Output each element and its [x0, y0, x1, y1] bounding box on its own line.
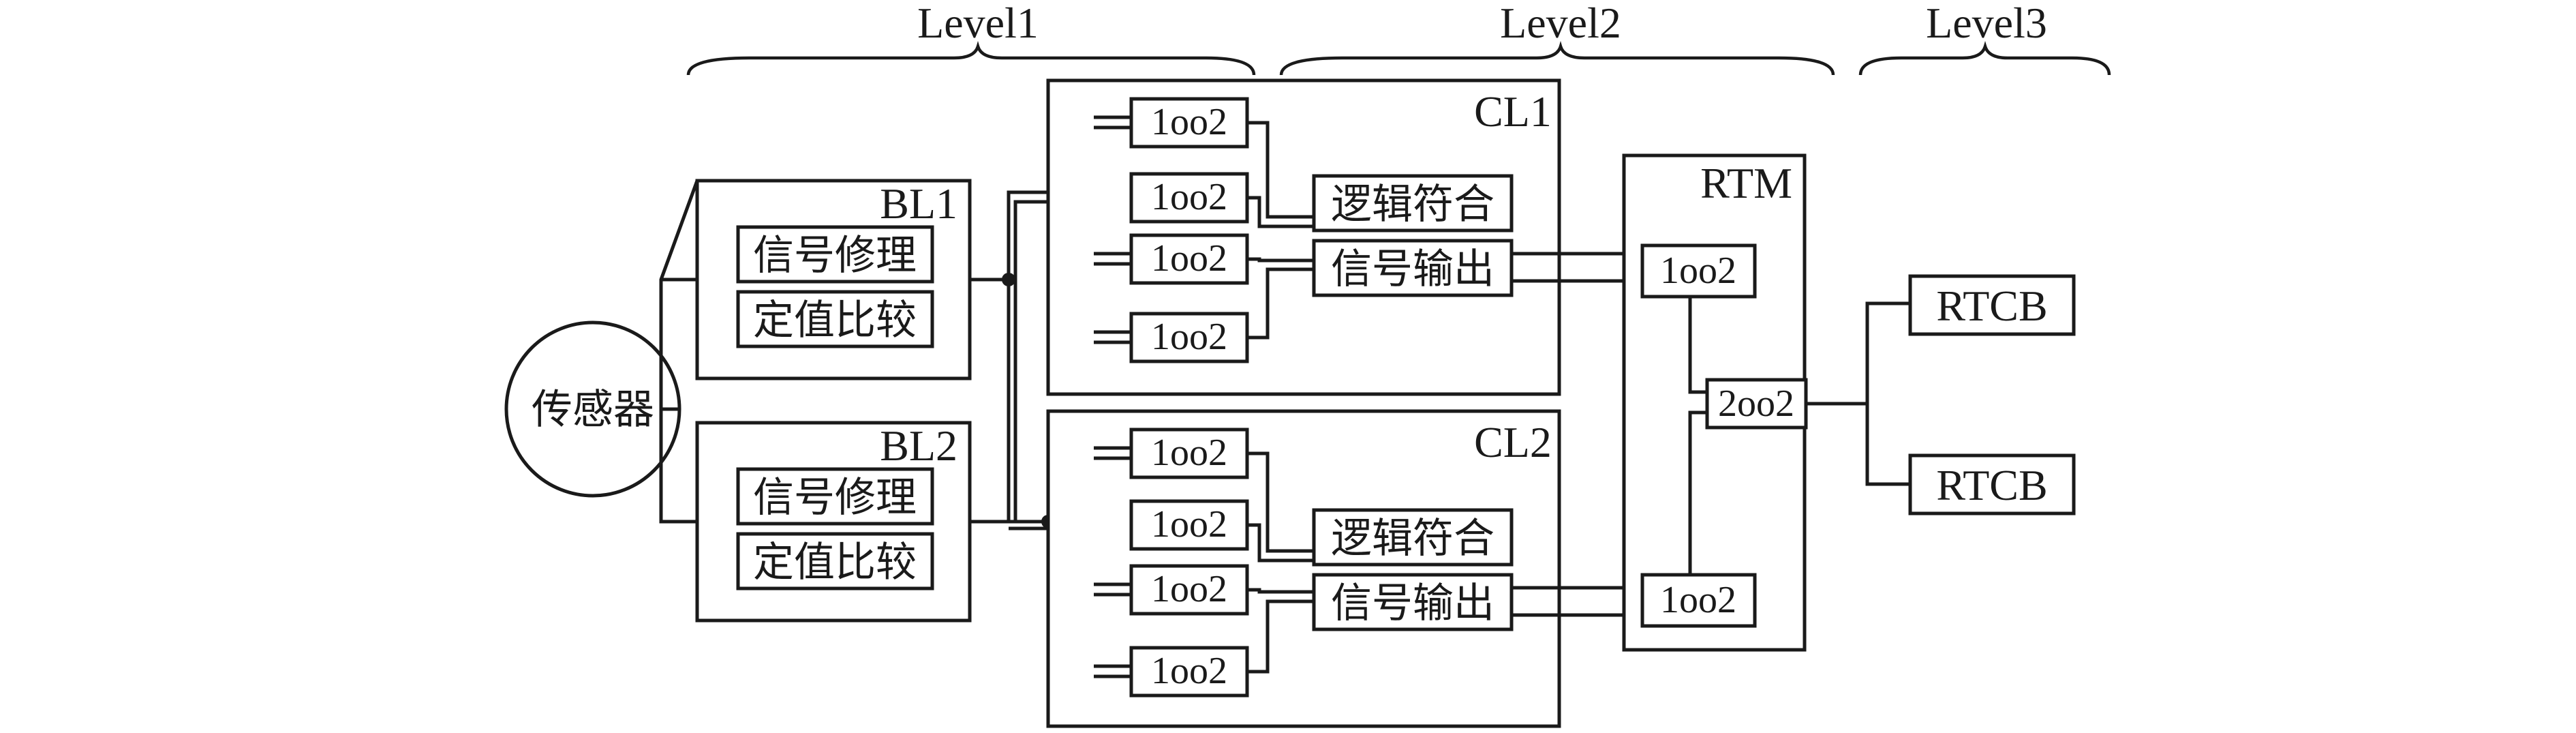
cl1-voter-1-label: 1oo2 — [1151, 101, 1227, 143]
level3-label: Level3 — [1926, 0, 2047, 47]
cl2-voter-1-label: 1oo2 — [1151, 432, 1227, 474]
cl1-voter1-to-logic — [1247, 121, 1314, 219]
bl2-title: BL2 — [880, 421, 957, 470]
level2-label: Level2 — [1500, 0, 1621, 47]
rtm-title: RTM — [1700, 159, 1792, 207]
cl2-voter4-to-output — [1247, 599, 1314, 674]
cl2-voter-2-label: 1oo2 — [1151, 503, 1227, 545]
cl1-voter-1-box — [1129, 97, 1249, 149]
rtcb-2-label: RTCB — [1936, 461, 2047, 509]
cl2-voter-2-box — [1129, 499, 1249, 551]
rtcb-1-box — [1908, 274, 2076, 336]
cl1-logic-box — [1312, 174, 1514, 233]
cl2-output-box — [1312, 573, 1514, 631]
rtm-middle-voter-label: 2oo2 — [1718, 383, 1794, 425]
cl1-logic-label: 逻辑符合 — [1331, 182, 1494, 227]
rtcb-2-box — [1908, 453, 2076, 515]
cl1-voter-3-label: 1oo2 — [1151, 237, 1227, 280]
level1-brace — [686, 41, 1256, 76]
cl2-output-label: 信号输出 — [1331, 581, 1494, 626]
cl1-voter2-to-logic — [1247, 196, 1314, 228]
rtm-lower-voter-box — [1640, 573, 1757, 628]
rtm-lower-to-middle — [1688, 410, 1707, 575]
cl1-output-label: 信号输出 — [1331, 247, 1494, 292]
cl1-voter3-to-output — [1247, 257, 1314, 263]
rtm-lower-voter-label: 1oo2 — [1660, 579, 1736, 621]
level3-brace — [1858, 41, 2111, 76]
bl1-setpoint-compare-box — [736, 290, 934, 348]
bl1-title: BL1 — [880, 179, 957, 228]
level1-label: Level1 — [917, 0, 1039, 47]
cl2-voter1-to-logic — [1247, 451, 1314, 553]
rtcb-split-wire — [1865, 301, 1910, 486]
bl2-signal-conditioning-label: 信号修理 — [753, 475, 917, 520]
cl2-voter2-to-logic — [1247, 523, 1314, 563]
cl2-voter-4-label: 1oo2 — [1151, 650, 1227, 692]
cl1-voter4-to-output — [1247, 267, 1314, 340]
bl1-signal-conditioning-box — [736, 225, 934, 284]
cl1-voter-3-box — [1129, 233, 1249, 285]
bl2-signal-conditioning-box — [736, 467, 934, 526]
cl1-output-box — [1312, 239, 1514, 297]
bl1-setpoint-compare-label: 定值比较 — [753, 298, 917, 343]
cl1-voter-4-label: 1oo2 — [1151, 316, 1227, 358]
rtm-upper-to-middle — [1688, 297, 1707, 394]
rtm-middle-voter-box — [1705, 378, 1808, 430]
sensor-label: 传感器 — [532, 387, 654, 432]
rtm-upper-voter-label: 1oo2 — [1660, 250, 1736, 292]
cl2-voter-1-box — [1129, 428, 1249, 479]
rtm-upper-voter-box — [1640, 243, 1757, 299]
bl2-setpoint-compare-box — [736, 532, 934, 590]
level2-brace — [1279, 41, 1835, 76]
cl1-voter-4-box — [1129, 312, 1249, 363]
cl1-title: CL1 — [1474, 87, 1552, 136]
bl1-signal-conditioning-label: 信号修理 — [753, 233, 917, 278]
rtcb-1-label: RTCB — [1936, 282, 2047, 330]
cl1-voter-2-label: 1oo2 — [1151, 176, 1227, 218]
cl2-logic-box — [1312, 508, 1514, 567]
cl2-voter3-to-output — [1247, 588, 1314, 594]
cl2-logic-label: 逻辑符合 — [1331, 516, 1494, 561]
cl1-voter-2-box — [1129, 172, 1249, 224]
bl2-setpoint-compare-label: 定值比较 — [753, 540, 917, 585]
cl2-voter-3-label: 1oo2 — [1151, 568, 1227, 610]
cl2-title: CL2 — [1474, 418, 1552, 466]
sensor-bl-wire — [659, 180, 699, 524]
